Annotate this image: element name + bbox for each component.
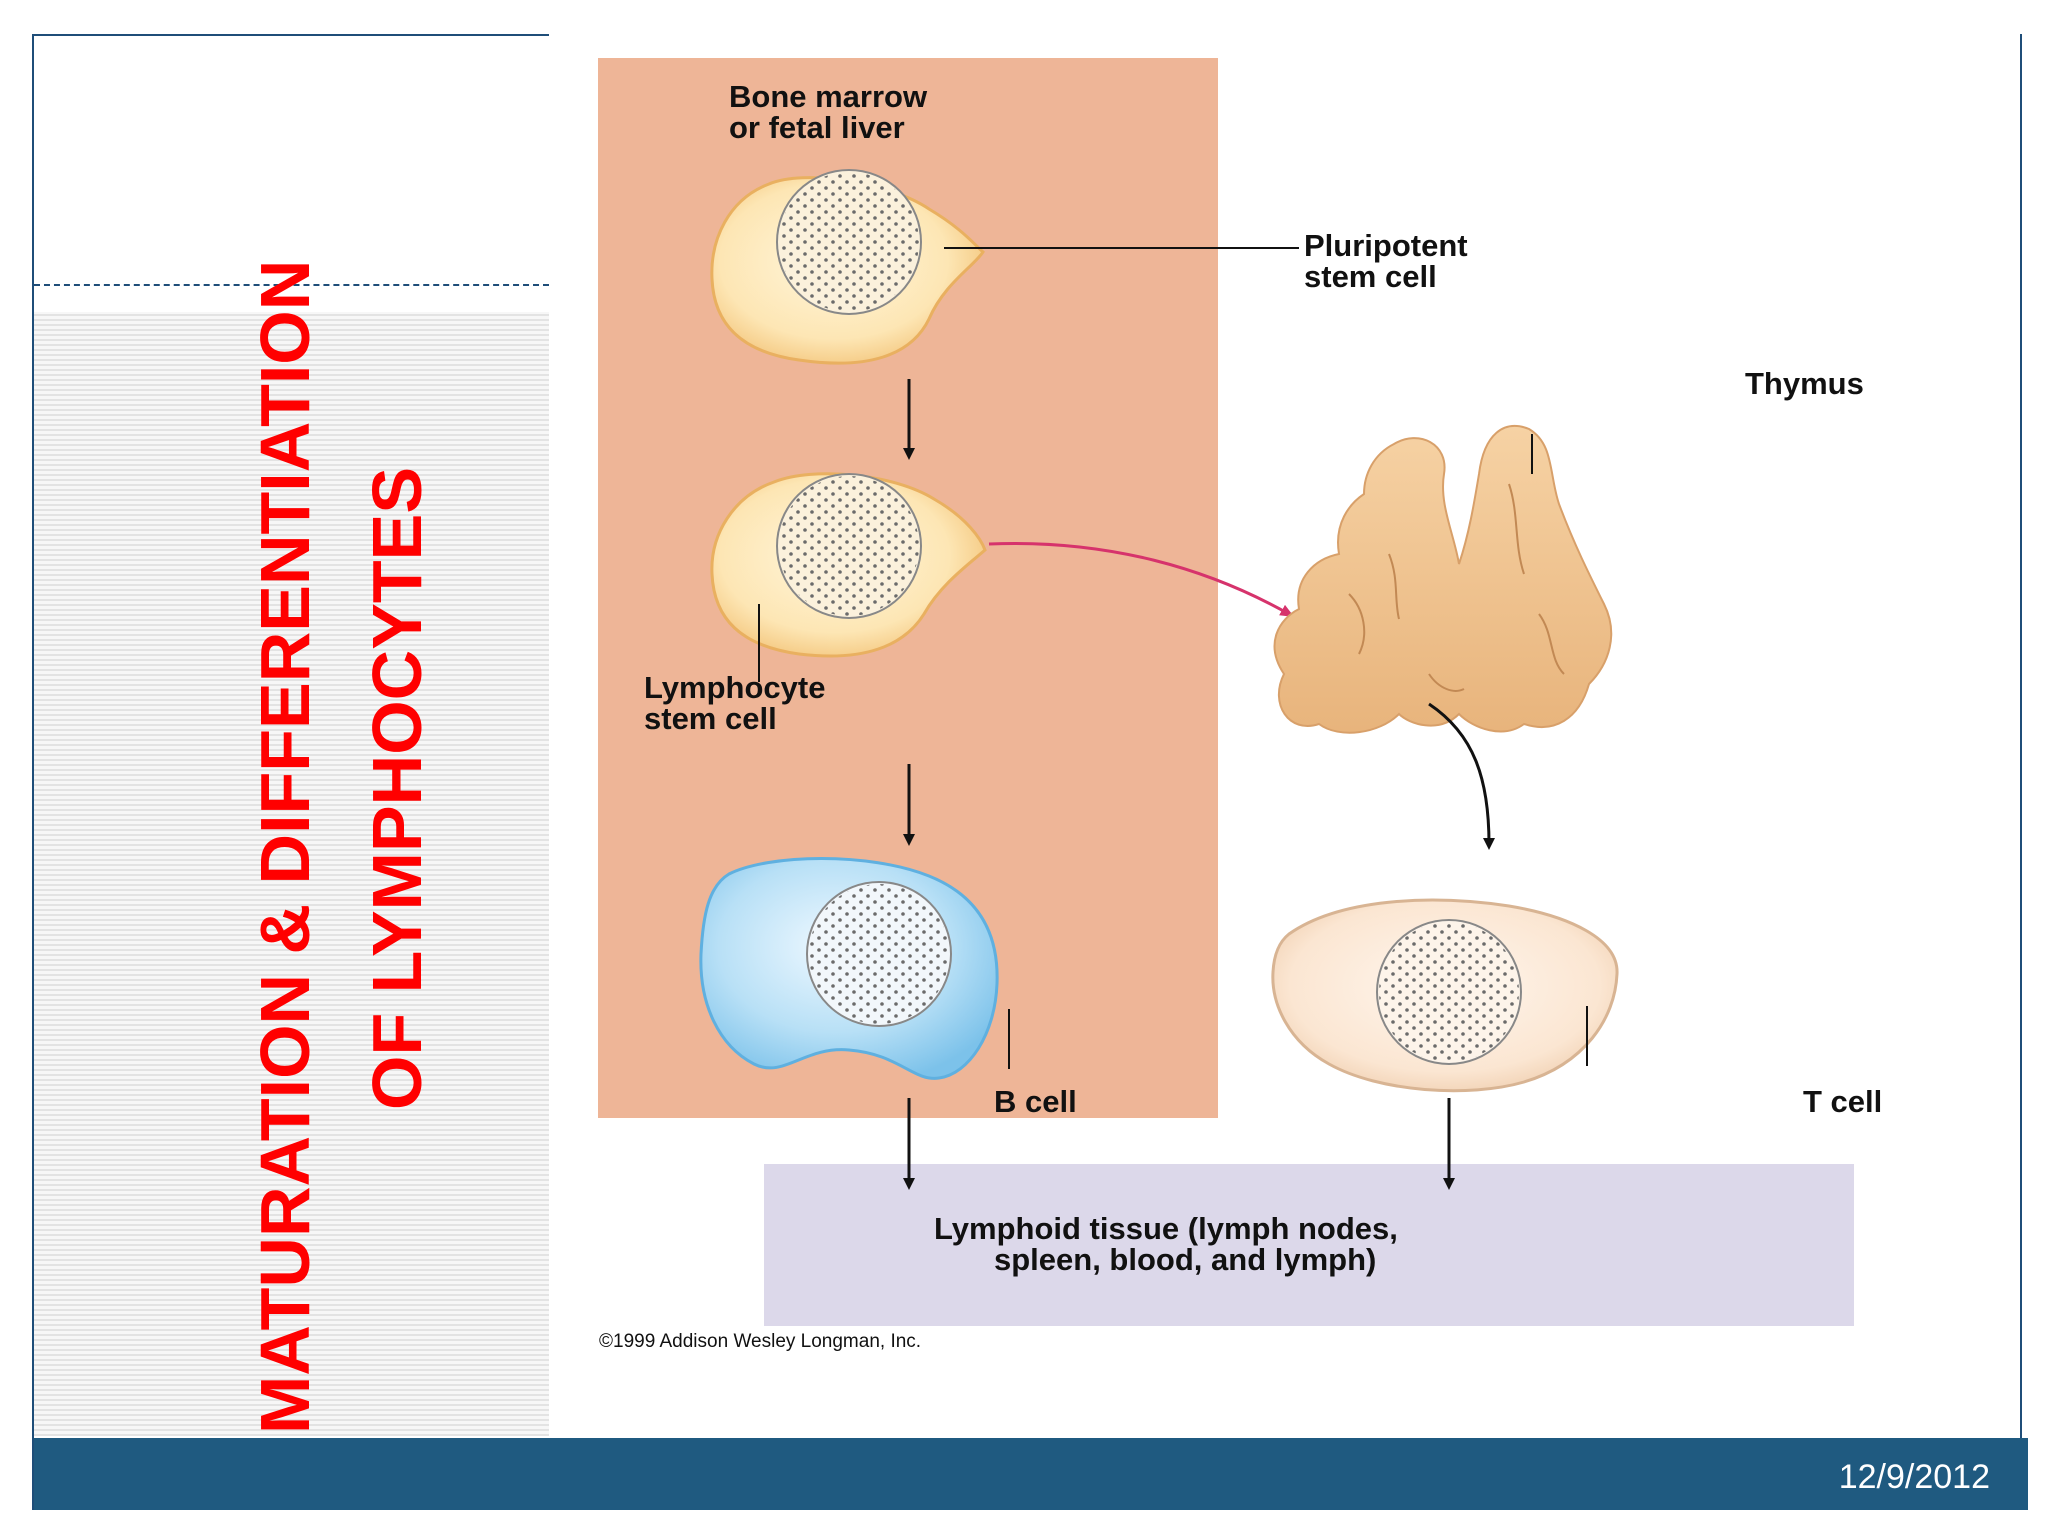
lymphocyte-stem-cell (710, 472, 987, 658)
lymphocyte-label-line1: Lymphocyte (644, 670, 825, 705)
thymus (1273, 425, 1613, 734)
region-label-line2: or fetal liver (729, 110, 905, 145)
frame-left-border (32, 34, 34, 1510)
frame-top-border (32, 34, 549, 36)
slide-title-line2: OF LYMPHOCYTES (358, 466, 436, 1110)
lymphoid-tissue-label-line1: Lymphoid tissue (lymph nodes, (934, 1211, 1398, 1246)
lymphocyte-label-line2: stem cell (644, 701, 777, 736)
b-cell-label: B cell (994, 1084, 1077, 1119)
pluripotent-stem-cell (710, 169, 985, 365)
frame-right-border (2020, 34, 2022, 1438)
pluripotent-label-line1: Pluripotent (1304, 228, 1468, 263)
striped-background (34, 312, 549, 1436)
footer-bar: 12/9/2012 (34, 1438, 2028, 1510)
t-cell-label: T cell (1803, 1084, 1882, 1119)
b-cell (699, 857, 999, 1080)
pluripotent-label-line2: stem cell (1304, 259, 1437, 294)
copyright-notice: ©1999 Addison Wesley Longman, Inc. (599, 1331, 921, 1352)
slide-title-line1: MATURATION & DIFFERENTIATION (246, 259, 324, 1434)
slide-date: 12/9/2012 (1838, 1458, 1990, 1496)
region-label-line1: Bone marrow (729, 79, 928, 114)
lymphocyte-maturation-diagram: Bone marrow or fetal liver Pluripotent s… (549, 34, 2020, 1384)
thymus-label: Thymus (1745, 366, 1864, 401)
lymphoid-tissue-label-line2: spleen, blood, and lymph) (994, 1242, 1376, 1277)
lymphoid-tissue-panel (764, 1164, 1854, 1326)
frame-dashed-divider (34, 284, 549, 286)
t-cell (1271, 898, 1619, 1093)
migration-arrow-to-thymus (988, 541, 1295, 617)
arrow-thymus-to-t-cell (1428, 702, 1495, 850)
